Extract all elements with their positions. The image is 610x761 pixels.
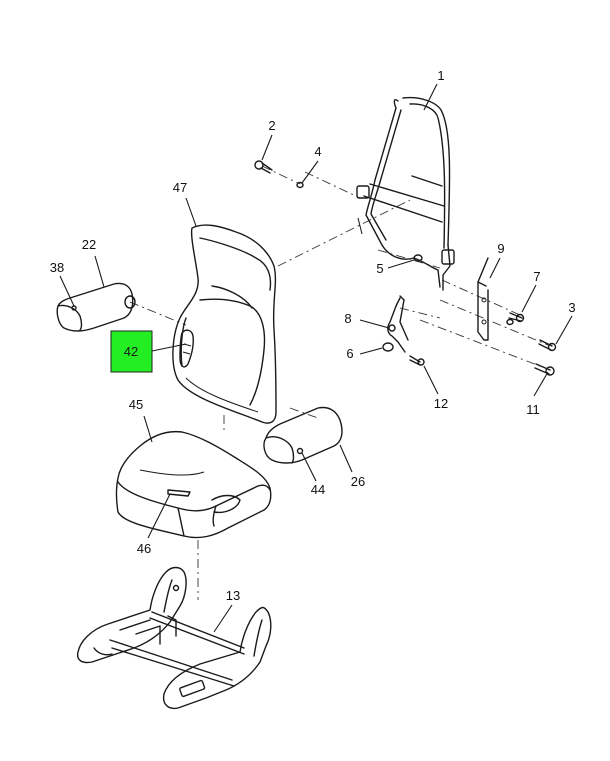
callout-22[interactable]: 22: [82, 237, 96, 252]
part-26-right-armrest[interactable]: [263, 406, 343, 464]
callout-6[interactable]: 6: [346, 346, 353, 361]
part-4-washer[interactable]: [296, 181, 304, 189]
part-8-lever[interactable]: [387, 295, 409, 353]
callout-44[interactable]: 44: [311, 482, 325, 497]
callout-2[interactable]: 2: [268, 118, 275, 133]
part-3-bolt[interactable]: [538, 339, 557, 352]
callout-3[interactable]: 3: [568, 300, 575, 315]
part-12-screw[interactable]: [409, 355, 425, 366]
callout-5[interactable]: 5: [376, 261, 383, 276]
callout-labels: 1 2 4 3 5 6 7 8 9 11 12 13 22 26 38 42 4…: [50, 68, 576, 603]
assembly-centerlines: [129, 165, 549, 600]
part-11-bolt[interactable]: [534, 363, 555, 376]
part-9-bracket[interactable]: [477, 257, 489, 341]
part-6-nut[interactable]: [382, 342, 394, 352]
callout-13[interactable]: 13: [226, 588, 240, 603]
part-22-left-armrest[interactable]: [56, 282, 136, 332]
part-7-bolt[interactable]: [508, 312, 525, 323]
callout-1[interactable]: 1: [437, 68, 444, 83]
callout-26[interactable]: 26: [351, 474, 365, 489]
part-45-seat-cushion[interactable]: [115, 430, 272, 539]
callout-45[interactable]: 45: [129, 397, 143, 412]
leader-lines: [59, 83, 573, 633]
highlight-box-42[interactable]: [110, 330, 153, 373]
callout-4[interactable]: 4: [314, 144, 321, 159]
callout-12[interactable]: 12: [434, 396, 448, 411]
washer-small[interactable]: [506, 318, 514, 326]
callout-9[interactable]: 9: [497, 241, 504, 256]
part-47-seat-back[interactable]: [172, 224, 277, 424]
callout-11[interactable]: 11: [526, 402, 540, 417]
part-1-frame[interactable]: [356, 96, 455, 291]
callout-47[interactable]: 47: [173, 180, 187, 195]
callout-38[interactable]: 38: [50, 260, 64, 275]
callout-42[interactable]: 42: [124, 344, 138, 359]
callout-7[interactable]: 7: [533, 269, 540, 284]
part-13-seat-base[interactable]: [76, 566, 272, 710]
callout-8[interactable]: 8: [344, 311, 351, 326]
part-5-nut[interactable]: [413, 254, 423, 262]
callout-46[interactable]: 46: [137, 541, 151, 556]
part-2-bolt[interactable]: [254, 160, 273, 174]
